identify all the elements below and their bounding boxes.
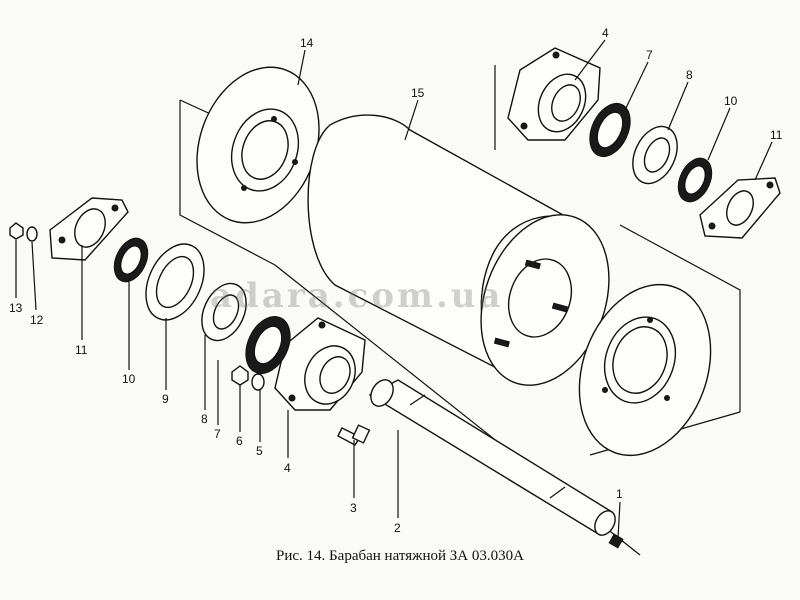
callout-4-right: 4	[602, 26, 609, 40]
drum-cylinder-15	[307, 114, 610, 386]
seal-ring-7-left	[245, 316, 291, 374]
seal-ring-10-left	[113, 237, 149, 283]
washer-5	[251, 373, 265, 391]
leader-lines	[15, 39, 773, 539]
figure-caption: Рис. 14. Барабан натяжной ЗА 03.030А	[276, 548, 524, 564]
callout-1: 1	[616, 487, 623, 501]
callout-15: 15	[411, 86, 425, 100]
nut-6	[231, 365, 249, 386]
flange-cover-11-left	[49, 197, 129, 261]
flange-cover-11-right	[699, 177, 781, 239]
end-disk-right	[578, 283, 712, 457]
callout-10-right: 10	[724, 94, 738, 108]
callout-7-right: 7	[646, 48, 653, 62]
shaft-2	[368, 379, 624, 549]
callout-labels: 14 15 4 7 8 10 11 11 10 9 8 7 6 5 4 3 2 …	[9, 26, 783, 535]
seal-ring-7-right	[589, 103, 631, 157]
callout-12: 12	[30, 313, 44, 327]
callout-5: 5	[256, 444, 263, 458]
callout-6: 6	[236, 434, 243, 448]
callout-13: 13	[9, 301, 23, 315]
end-disk-14	[196, 66, 320, 224]
watermark-text: adara.com.ua	[210, 276, 504, 316]
ring-9	[145, 243, 205, 321]
callout-3: 3	[350, 501, 357, 515]
callout-8-right: 8	[686, 68, 693, 82]
washer-12	[26, 226, 38, 242]
bearing-housing-4-left	[274, 317, 366, 411]
callout-11-left: 11	[75, 343, 88, 357]
callout-11-right: 11	[770, 128, 783, 142]
nut-13	[9, 222, 24, 240]
callout-14: 14	[300, 36, 314, 50]
bearing-housing-4-right	[507, 47, 601, 141]
bearing-8-right	[632, 125, 678, 185]
callout-10-left: 10	[122, 372, 136, 386]
callout-4-left: 4	[284, 461, 291, 475]
bearing-8-left	[201, 282, 247, 342]
callout-8-left: 8	[201, 412, 208, 426]
callout-9: 9	[162, 392, 169, 406]
seal-ring-10-right	[677, 157, 713, 203]
bolt-3	[337, 424, 371, 446]
callout-7-left: 7	[214, 427, 221, 441]
callout-2: 2	[394, 521, 401, 535]
